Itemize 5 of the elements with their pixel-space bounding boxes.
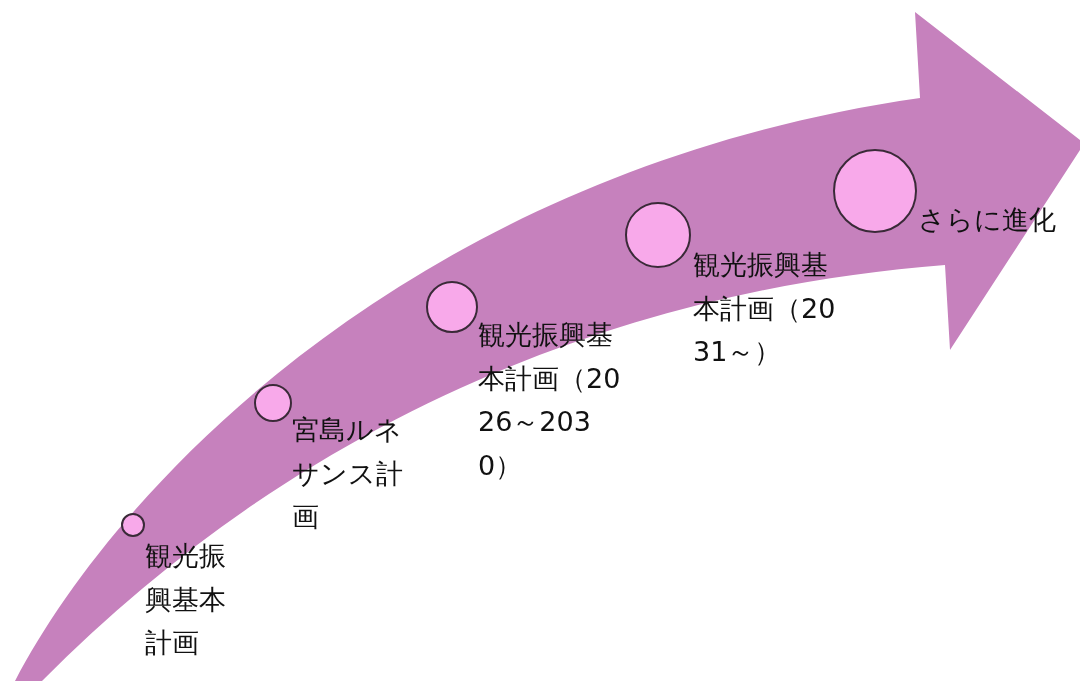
plan-label: 観光振興基本計画（2031～） (693, 248, 837, 370)
plan-label: 観光振興基本計画 (145, 539, 226, 661)
plan-label: 宮島ルネサンス計画 (292, 413, 404, 535)
plan-label: さらに進化 (918, 203, 1057, 237)
plan-label: 観光振興基本計画（2026～2030） (478, 318, 622, 484)
